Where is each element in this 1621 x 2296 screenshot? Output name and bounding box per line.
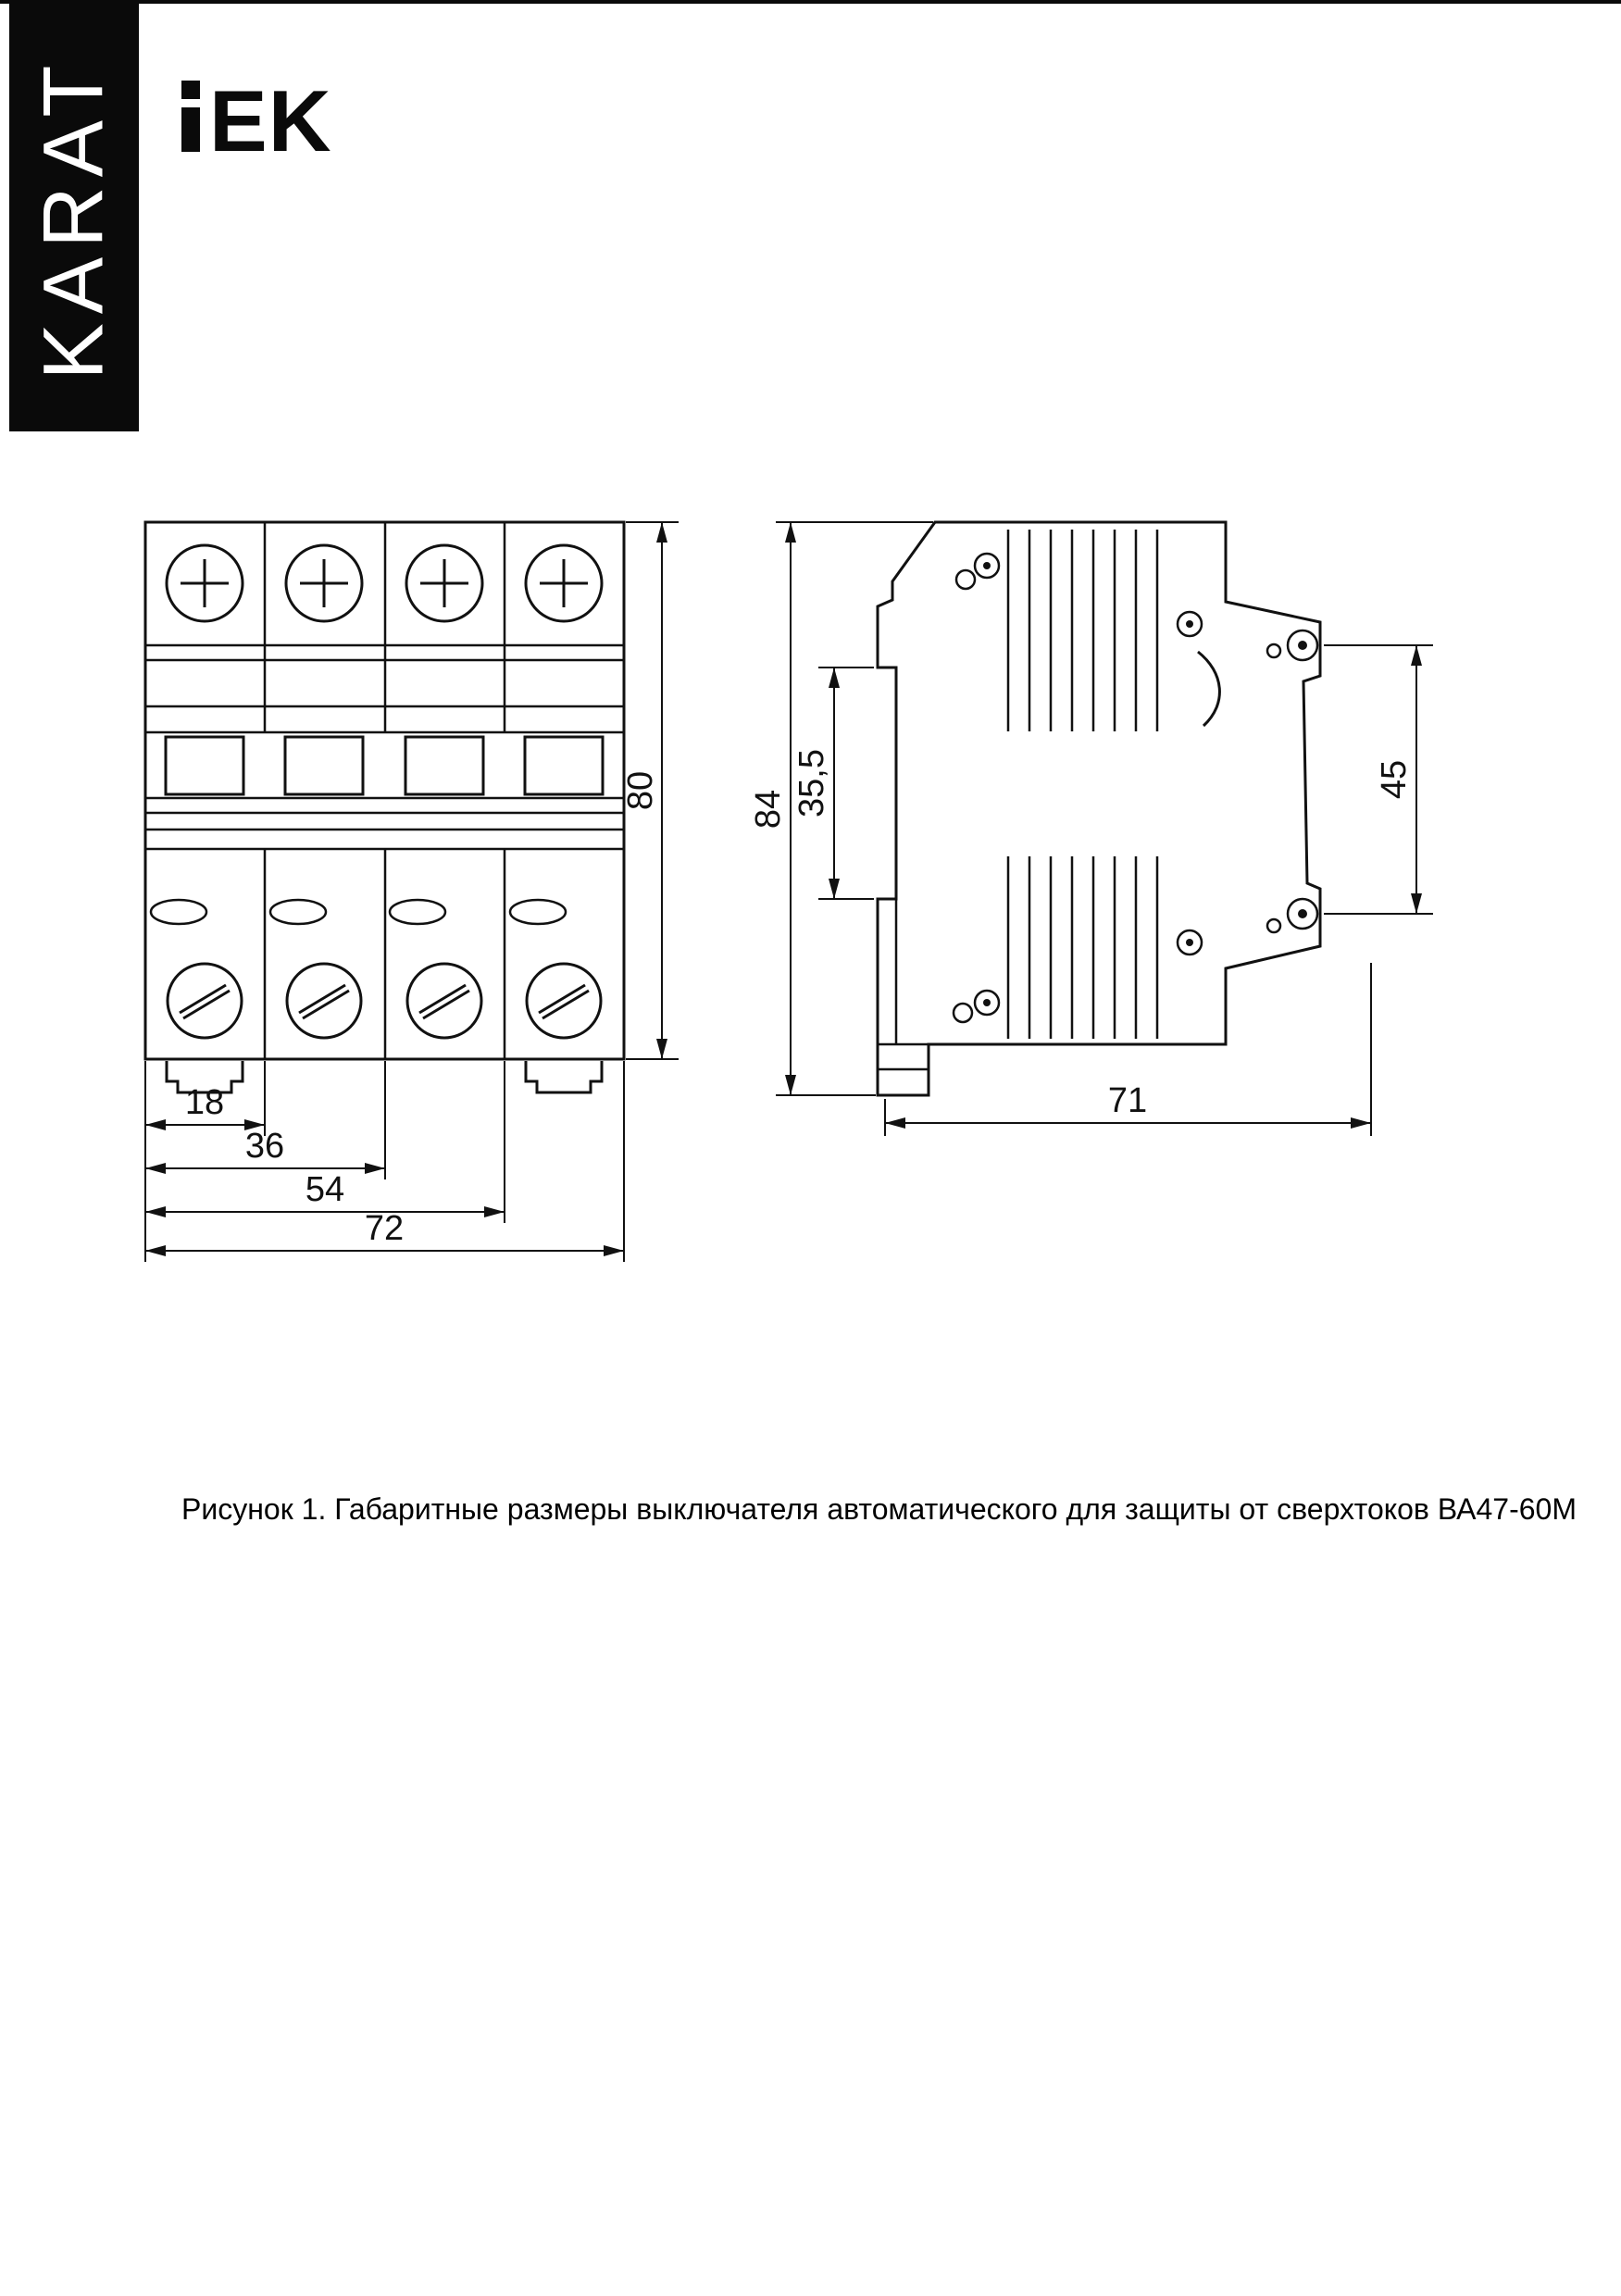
iek-logo-i-dot (181, 81, 200, 99)
side-rivets (952, 552, 1203, 1024)
dim-front-w2: 36 (245, 1127, 284, 1166)
side-body-outline (876, 520, 1322, 1097)
side-dimensions (776, 521, 1433, 1136)
dim-front-w1: 18 (185, 1083, 224, 1122)
iek-logo-letter-i (181, 81, 200, 152)
iek-logo-i-stem (181, 107, 200, 152)
side-view (876, 520, 1322, 1097)
side-din-clip-lines (878, 899, 929, 1071)
front-top-screws (165, 543, 604, 623)
front-bottom-screws (166, 962, 603, 1040)
front-pole-dividers (263, 522, 506, 1059)
side-curved-slot (1197, 650, 1221, 728)
front-toggle-handles (164, 735, 605, 796)
front-dimensions (144, 521, 679, 1262)
dim-side-mount-holes: 45 (1375, 760, 1414, 799)
front-view (143, 520, 626, 1094)
dim-front-height: 80 (621, 771, 660, 810)
dim-side-depth: 71 (1108, 1081, 1147, 1120)
dim-front-w4: 72 (365, 1209, 404, 1248)
dim-side-height: 84 (749, 790, 788, 829)
figure-caption: Рисунок 1. Габаритные размеры выключател… (181, 1492, 1577, 1526)
dim-front-w3: 54 (305, 1170, 344, 1209)
side-mount-holes (1266, 629, 1319, 934)
iek-logo-letters-ek: EK (209, 72, 332, 169)
front-indicator-windows (149, 898, 567, 926)
dim-side-din-slot: 35,5 (792, 749, 831, 817)
page-border-top (0, 0, 1621, 4)
side-ribs (1006, 530, 1159, 1039)
front-din-tabs (165, 1061, 604, 1094)
iek-logo: EK (181, 72, 332, 169)
dimension-labels: 80 18 36 54 72 84 35,5 45 71 (185, 749, 1414, 1248)
karat-brand-block: KARAT (9, 4, 139, 431)
